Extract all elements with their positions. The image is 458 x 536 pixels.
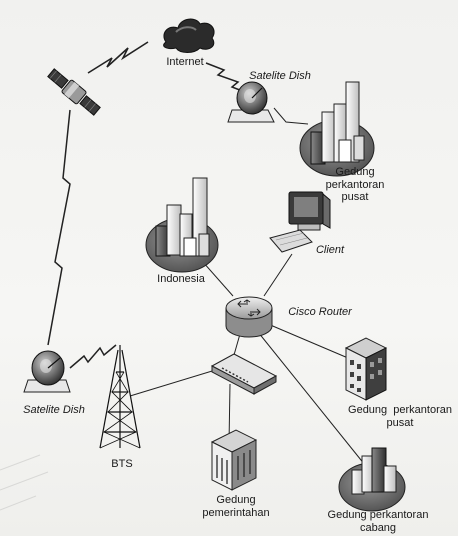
link-router-gedung-right [267, 323, 349, 359]
gedung-pusat-top-icon [299, 81, 375, 177]
label-gedung-pusat-right-line2: pusat [386, 416, 414, 429]
label-gedung-cabang: Gedung perkantoran cabang [322, 509, 434, 534]
label-gedung-pusat-top-line2: perkantoran [325, 178, 385, 191]
wireless-link-internet-dish [205, 62, 251, 95]
label-indonesia: Indonesia [157, 273, 205, 285]
gedung-pemerintahan-icon [210, 429, 258, 491]
link-dish-gedung-top [273, 107, 309, 125]
label-internet: Internet [166, 56, 204, 68]
label-gedung-pemerintahan: Gedung pemerintahan [198, 494, 274, 519]
indonesia-buildings-icon [145, 177, 219, 273]
label-satelite-dish-left: Satelite Dish [23, 404, 85, 416]
label-client: Client [315, 244, 345, 256]
wireless-link-satellite-internet [87, 41, 149, 74]
label-gedung-cabang-line2: cabang [359, 521, 397, 534]
link-switch-bts [129, 367, 223, 397]
paper-texture [0, 454, 49, 511]
cisco-router-icon [225, 296, 273, 338]
label-gedung-pemerintahan-line1: Gedung [216, 494, 256, 506]
label-gedung-pusat-top-line1: Gedung [335, 166, 375, 178]
client-computer-icon [269, 191, 331, 253]
label-gedung-pusat-top-line3: pusat [341, 191, 369, 204]
label-gedung-pusat-right: Gedung perkantoran pusat [344, 404, 456, 429]
bts-tower-icon [99, 345, 141, 449]
label-gedung-pusat-top: Gedung perkantoran pusat [318, 166, 392, 204]
wireless-link-satellite-dish-left [47, 109, 71, 346]
satellite-icon [47, 68, 101, 116]
label-gedung-cabang-line1: Gedung perkantoran [327, 509, 429, 521]
label-gedung-pusat-right-line1: Gedung perkantoran [348, 404, 452, 416]
link-router-gedung-cabang [257, 331, 366, 466]
label-cisco-router: Cisco Router [288, 306, 352, 318]
wireless-link-dish-bts [69, 344, 117, 369]
link-router-client [263, 253, 293, 297]
network-switch-icon [210, 353, 278, 395]
internet-cloud-icon [163, 18, 215, 53]
label-satelite-dish-top: Satelite Dish [249, 70, 311, 82]
gedung-cabang-icon [338, 447, 406, 512]
label-bts: BTS [111, 458, 133, 470]
label-gedung-pemerintahan-line2: pemerintahan [202, 506, 270, 519]
satelite-dish-left-icon [23, 350, 71, 393]
satelite-dish-top-icon [227, 81, 275, 123]
gedung-pusat-right-icon [344, 337, 388, 401]
